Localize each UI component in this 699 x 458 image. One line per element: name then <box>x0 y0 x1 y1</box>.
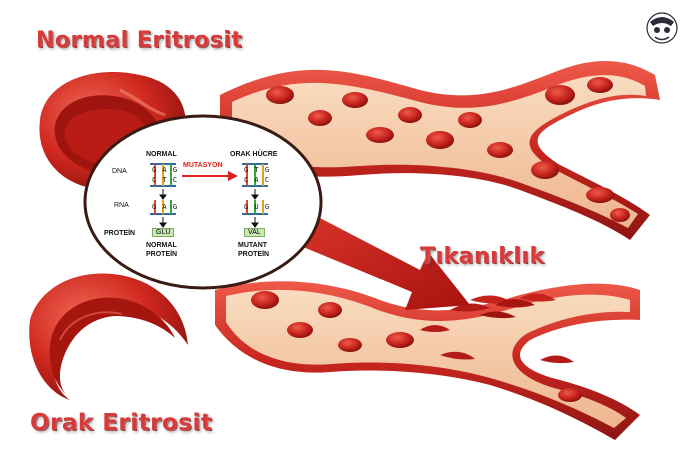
red-blood-cell <box>342 92 368 108</box>
normal-protein-label-1: NORMAL <box>146 242 177 249</box>
red-blood-cell <box>587 77 613 93</box>
red-blood-cell <box>487 142 513 158</box>
red-blood-cell <box>366 127 394 143</box>
red-blood-cell <box>545 85 575 105</box>
sickle-dna-strand <box>242 163 268 215</box>
mutation-label: MUTASYON <box>183 162 223 169</box>
normal-amino-acid: GLU <box>152 228 175 237</box>
sickle-erythrocyte-title: Orak Eritrosit <box>30 410 213 436</box>
logo <box>646 12 678 44</box>
top-blood-vessel <box>220 60 660 241</box>
red-blood-cell <box>398 107 422 123</box>
sickle-rna-seq: G U G <box>244 203 271 211</box>
normal-rna-seq: G A G <box>152 203 179 211</box>
red-blood-cell <box>610 208 630 222</box>
red-blood-cell <box>426 131 454 149</box>
normal-header: NORMAL <box>146 151 177 158</box>
bottom-blood-vessel <box>215 281 640 440</box>
dna-mutation-inset <box>83 114 323 290</box>
red-blood-cell <box>251 291 279 309</box>
red-blood-cell <box>287 322 313 338</box>
red-blood-cell <box>266 86 294 104</box>
row-label-rna: RNA <box>114 202 129 209</box>
sickle-cell <box>440 351 475 360</box>
sickle-amino-acid: VAL <box>244 228 265 237</box>
red-blood-cell <box>531 161 559 179</box>
sickle-cell <box>420 325 450 332</box>
blockage-title: Tıkanıklık <box>420 244 545 269</box>
transcription-arrows <box>159 189 259 228</box>
mutant-protein-label-2: PROTEİN <box>238 251 270 258</box>
sickle-dna-bottom-seq: C A C <box>244 176 271 184</box>
red-blood-cell <box>386 332 414 348</box>
sickle-header: ORAK HÜCRE <box>230 151 278 158</box>
normal-dna-strand <box>150 163 176 215</box>
sickle-cell <box>540 355 574 364</box>
normal-protein-label-2: PROTEİN <box>146 251 178 258</box>
sickle-erythrocyte <box>29 273 188 400</box>
normal-erythrocyte-title: Normal Eritrosit <box>36 28 243 53</box>
red-blood-cell <box>338 338 362 352</box>
mutant-protein-label-1: MUTANT <box>238 242 268 249</box>
row-label-protein: PROTEİN <box>104 230 136 237</box>
red-blood-cell <box>308 110 332 126</box>
red-blood-cell <box>318 302 342 318</box>
row-label-dna: DNA <box>112 168 127 175</box>
mutation-arrow <box>182 171 238 181</box>
normal-dna-top-seq: G A G <box>152 166 179 174</box>
red-blood-cell <box>458 112 482 128</box>
normal-dna-bottom-seq: C T C <box>152 176 179 184</box>
red-blood-cell <box>558 388 582 402</box>
sickle-dna-top-seq: G T G <box>244 166 271 174</box>
red-blood-cell <box>586 187 614 203</box>
